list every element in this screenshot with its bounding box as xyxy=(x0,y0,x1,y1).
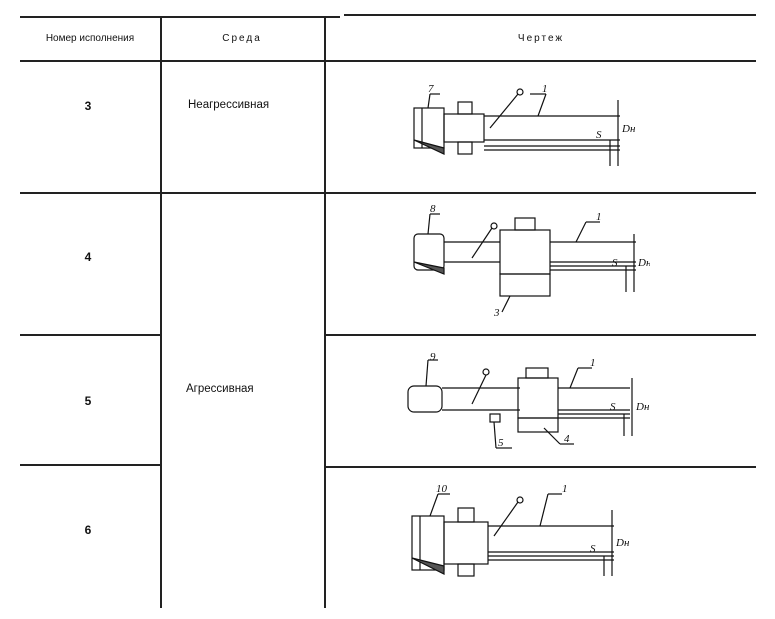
label-fitting: 10 xyxy=(436,483,448,495)
column-divider-2 xyxy=(324,16,326,608)
table-top-rule-right xyxy=(344,14,756,16)
column-divider-1 xyxy=(160,16,162,608)
row-divider-3-4 xyxy=(20,192,756,194)
drawing-variant-3: 7 1 S Dн xyxy=(400,80,640,180)
drawing-variant-4: 8 1 3 S Dн xyxy=(400,200,650,330)
label-pipe: 1 xyxy=(542,83,548,95)
label-dn: Dн xyxy=(615,537,630,549)
medium-aggressive: Агрессивная xyxy=(186,383,254,395)
label-fitting: 9 xyxy=(430,351,436,363)
label-s: S xyxy=(610,401,616,413)
header-number: Номер исполнения xyxy=(45,33,135,44)
label-dn: Dн xyxy=(621,123,636,135)
header-drawing: Чертеж xyxy=(517,33,565,44)
label-s: S xyxy=(590,543,596,555)
row-divider-4-5-right xyxy=(325,334,756,336)
row-divider-5-6-left xyxy=(20,464,160,466)
label-pipe: 1 xyxy=(562,483,568,495)
row-divider-5-6-right xyxy=(325,466,756,468)
header-medium: Среда xyxy=(222,33,262,44)
label-pipe: 1 xyxy=(590,357,596,369)
label-s: S xyxy=(612,257,618,269)
medium-non-aggressive: Неагрессивная xyxy=(188,99,270,111)
table-top-rule xyxy=(20,16,340,18)
header-bottom-rule xyxy=(20,60,756,62)
row-number-6: 6 xyxy=(84,523,92,537)
row-number-3: 3 xyxy=(84,99,92,113)
row-number-4: 4 xyxy=(84,250,92,264)
label-dn: Dн xyxy=(637,257,650,269)
label-dn: Dн xyxy=(635,401,650,413)
label-nut: 3 xyxy=(493,307,500,319)
label-fitting: 7 xyxy=(428,83,434,95)
label-s: S xyxy=(596,129,602,141)
label-ring: 5 xyxy=(498,437,504,449)
row-number-5: 5 xyxy=(84,394,92,408)
label-pipe: 1 xyxy=(596,211,602,223)
label-nut: 4 xyxy=(564,433,570,445)
drawing-variant-5: 9 1 5 4 S Dн xyxy=(400,348,650,458)
label-fitting: 8 xyxy=(430,203,436,215)
drawing-variant-6: 10 1 S Dн xyxy=(400,480,640,590)
row-divider-4-5-left xyxy=(20,334,160,336)
